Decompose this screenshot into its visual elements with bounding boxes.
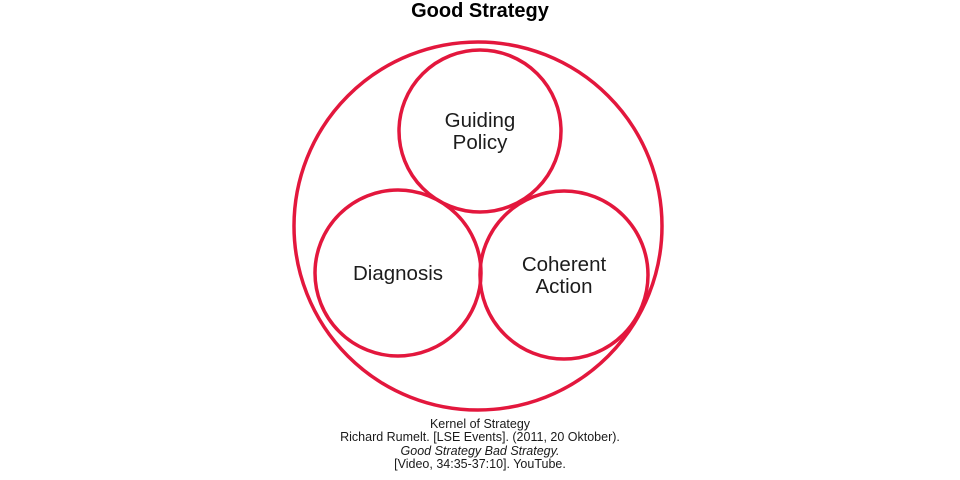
diagnosis-label: Diagnosis: [353, 262, 443, 285]
coherent-action-circle: [478, 189, 650, 361]
caption: Kernel of Strategy Richard Rumelt. [LSE …: [0, 417, 960, 472]
guiding-policy-circle: [397, 48, 563, 214]
caption-line-4: [Video, 34:35-37:10]. YouTube.: [394, 457, 566, 472]
page-title: Good Strategy: [411, 0, 549, 22]
caption-line-3: Good Strategy Bad Strategy.: [400, 443, 560, 458]
caption-line-1: Kernel of Strategy: [429, 417, 531, 431]
caption-line-2: Richard Rumelt. [LSE Events]. (2011, 20 …: [340, 430, 620, 445]
kernel-outer-circle: [292, 40, 664, 412]
